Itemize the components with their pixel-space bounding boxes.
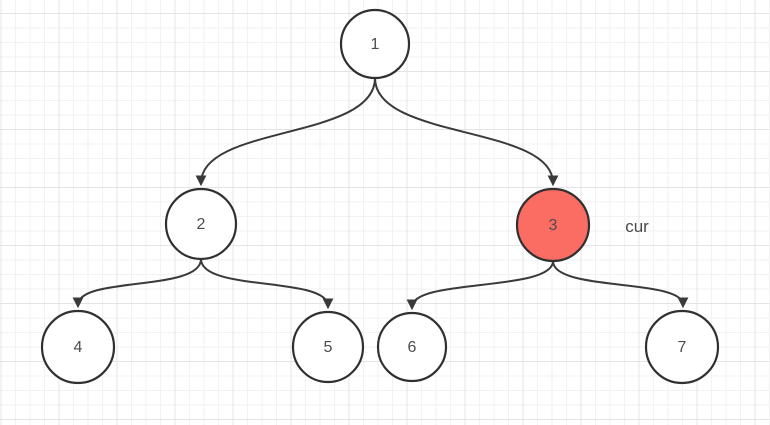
tree-edge-2-5[interactable] bbox=[200, 258, 334, 310]
node-label: 4 bbox=[74, 339, 83, 356]
tree-node-1[interactable]: 1 bbox=[339, 8, 411, 80]
tree-edge-3-6[interactable] bbox=[406, 260, 554, 311]
tree-node-3[interactable]: 3 bbox=[515, 187, 591, 263]
tree-node-5[interactable]: 5 bbox=[291, 310, 365, 384]
tree-node-2[interactable]: 2 bbox=[164, 187, 238, 261]
tree-edge-2-4[interactable] bbox=[72, 258, 202, 309]
node-label: 3 bbox=[549, 217, 558, 234]
tree-edge-1-3[interactable] bbox=[374, 77, 559, 187]
tree-node-4[interactable]: 4 bbox=[40, 309, 116, 385]
cur-label: cur bbox=[625, 217, 649, 236]
node-label: 6 bbox=[408, 339, 417, 356]
node-label: 1 bbox=[371, 36, 380, 53]
node-circle[interactable] bbox=[291, 310, 365, 384]
node-circle-highlighted[interactable] bbox=[515, 187, 591, 263]
node-label: 7 bbox=[678, 339, 687, 356]
node-circle[interactable] bbox=[40, 309, 116, 385]
edges-layer bbox=[72, 77, 689, 311]
nodes-layer: 1 2 3 4 5 6 7 bbox=[40, 8, 720, 385]
tree-edge-1-2[interactable] bbox=[195, 77, 376, 187]
node-circle[interactable] bbox=[376, 311, 448, 383]
node-label: 2 bbox=[197, 216, 206, 233]
tree-node-6[interactable]: 6 bbox=[376, 311, 448, 383]
node-circle[interactable] bbox=[164, 187, 238, 261]
node-circle[interactable] bbox=[339, 8, 411, 80]
tree-node-7[interactable]: 7 bbox=[644, 309, 720, 385]
node-label: 5 bbox=[324, 339, 333, 356]
node-circle[interactable] bbox=[644, 309, 720, 385]
tree-edge-3-7[interactable] bbox=[552, 260, 689, 309]
